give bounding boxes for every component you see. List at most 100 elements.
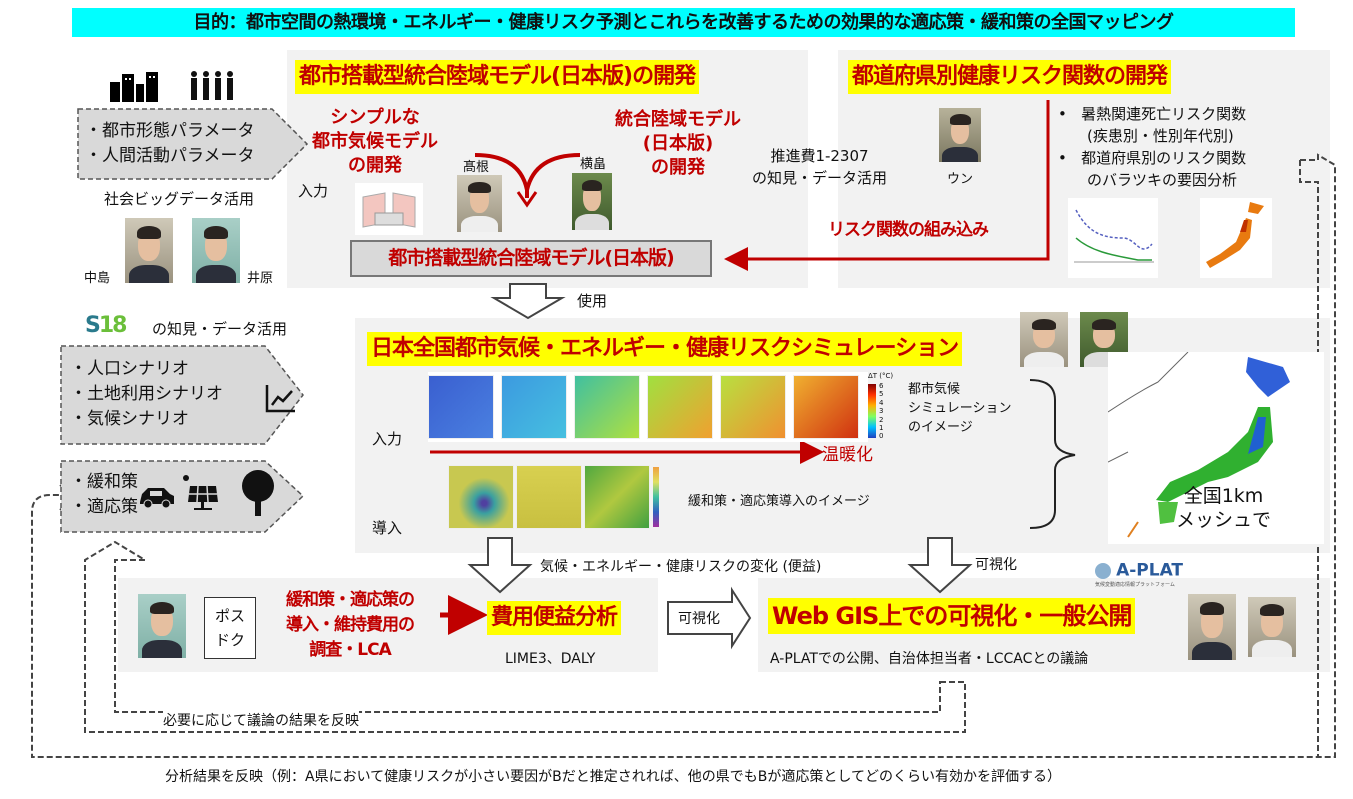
integrated-model-label: 統合陸域モデル (日本版) の開発 <box>603 108 753 180</box>
simple-model-line: シンプルな <box>330 107 420 128</box>
name-yokohata: 横畠 <box>580 157 607 172</box>
page-title: 目的：都市空間の熱環境・エネルギー・健康リスク予測とこれらを改善するための効果的… <box>72 8 1295 37</box>
colorbar-tick: 1 <box>879 424 884 433</box>
photo-ihara <box>192 218 240 283</box>
risk-bullet: • 暑熱関連死亡リスク関数 <box>1058 105 1247 123</box>
warming-map-6 <box>793 375 859 439</box>
gis-heading: Web GIS上での可視化・一般公開 <box>768 598 1136 634</box>
mesh-line: メッシュで <box>1176 509 1272 531</box>
use-label: 使用 <box>577 292 608 310</box>
photo-ihara-cost <box>138 594 186 658</box>
brace <box>1029 379 1076 529</box>
model-heading: 都市搭載型統合陸域モデル(日本版)の開発 <box>295 60 700 94</box>
japan-mesh-map: 全国1km メッシュで <box>1107 351 1324 544</box>
funding-line: 推進費1-2307 <box>770 147 869 165</box>
sim-image-line: シミュレーション <box>908 401 1012 416</box>
change-arrow <box>467 537 533 594</box>
visualize-label: 可視化 <box>975 557 1017 573</box>
sim-intro-label: 導入 <box>372 519 403 537</box>
risk-bullet-sub: のバラツキの要因分析 <box>1087 171 1238 189</box>
colorbar-tick: 2 <box>879 415 884 424</box>
model-input-label: 入力 <box>298 182 329 200</box>
warming-map-5 <box>720 375 786 439</box>
sim-image-line: のイメージ <box>908 420 973 435</box>
risk-curve-chart <box>1068 198 1158 278</box>
scenario-input: ・人口シナリオ ・土地利用シナリオ ・気候シナリオ <box>60 345 305 445</box>
integrated-model-line: の開発 <box>651 157 705 178</box>
use-arrow <box>490 283 566 320</box>
scenario-item: ・気候シナリオ <box>70 409 189 429</box>
visualize-right-arrow <box>667 586 752 650</box>
sim-image-line: 都市気候 <box>908 382 961 397</box>
name-nakajima: 中島 <box>84 271 111 286</box>
photo-wun <box>939 108 981 162</box>
visualize-arrow-label: 可視化 <box>678 611 720 627</box>
funding-label: 推進費1-2307 の知見・データ活用 <box>752 145 887 189</box>
photo-yokohata <box>572 173 612 230</box>
name-ihara: 井原 <box>247 271 274 286</box>
outer-feedback-line <box>31 153 1336 758</box>
aplat-logo-text: A-PLAT <box>1116 560 1184 581</box>
measures-input: ・緩和策 ・適応策 <box>60 460 305 533</box>
model-result-box: 都市搭載型統合陸域モデル(日本版) <box>350 240 712 277</box>
measure-map-cr <box>584 465 650 529</box>
survey-line: 緩和策・適応策の <box>286 590 415 610</box>
merge-arrow <box>474 153 581 198</box>
feedback-inner-label: 必要に応じて議論の結果を反映 <box>163 710 359 730</box>
colorbar-tick: 6 <box>879 382 884 390</box>
colorbar-tick: 4 <box>879 398 884 407</box>
warming-map-2 <box>501 375 567 439</box>
colorbar-tick: 0 <box>879 432 884 441</box>
postdoc-line: ポス <box>214 607 245 625</box>
measure-map-gg <box>516 465 582 529</box>
colorbar: ΔT (°C) 6 5 4 3 2 1 0 <box>868 372 908 442</box>
simple-model-line: 都市気候モデル <box>312 131 438 152</box>
funding-line: の知見・データ活用 <box>752 169 888 187</box>
cost-sub: LIME3、DALY <box>505 651 596 667</box>
visualize-down-arrow <box>907 537 973 594</box>
survey-label: 緩和策・適応策の 導入・維持費用の 調査・LCA <box>262 588 438 663</box>
aplat-logo-sub: 気候変動適応情報プラットフォーム <box>1095 581 1175 588</box>
measure-maps <box>448 465 676 530</box>
change-label: 気候・エネルギー・健康リスクの変化 (便益) <box>540 559 822 575</box>
urban-canopy-diagram <box>355 183 423 235</box>
survey-line: 調査・LCA <box>309 640 391 660</box>
measure-item: ・適応策 <box>70 497 138 517</box>
bigdata-label: 社会ビッグデータ活用 <box>104 190 255 208</box>
warming-maps <box>428 372 868 442</box>
s18-label: の知見・データ活用 <box>152 320 288 338</box>
measure-map-ev <box>448 465 514 529</box>
simple-model-label: シンプルな 都市気候モデル の開発 <box>300 106 450 178</box>
risk-embed-arrow <box>724 100 1050 271</box>
risk-bullet-sub: (疾患別・性別年代別) <box>1087 127 1234 145</box>
colorbar-tick: 3 <box>879 407 884 416</box>
postdoc-line: ドク <box>214 631 245 649</box>
photo-nakajima-gis <box>1188 594 1236 660</box>
buildings-icon <box>108 70 160 102</box>
simulation-heading: 日本全国都市気候・エネルギー・健康リスクシミュレーション <box>367 332 963 366</box>
people-icon <box>188 70 236 102</box>
integrated-model-line: 統合陸域モデル <box>615 109 741 130</box>
urban-params-input: ・都市形態パラメータ ・人間活動パラメータ <box>77 108 309 180</box>
feedback-outer-label: 分析結果を反映（例：A県において健康リスクが小さい要因がBだと推定されれば、他の… <box>165 766 1061 786</box>
warming-map-3 <box>574 375 640 439</box>
colorbar-tick: 5 <box>879 390 884 399</box>
warming-map-1 <box>428 375 494 439</box>
photo-takane <box>457 175 502 232</box>
postdoc-box: ポス ドク <box>204 597 256 659</box>
measure-image-label: 緩和策・適応策導入のイメージ <box>688 494 870 509</box>
warming-map-4 <box>647 375 713 439</box>
photo-nakajima <box>125 218 173 283</box>
scenario-item: ・人口シナリオ <box>70 359 189 379</box>
globe-icon <box>1095 562 1111 579</box>
scenario-item: ・土地利用シナリオ <box>70 384 223 404</box>
s18-logo: S18 <box>85 313 127 338</box>
name-takane: 髙根 <box>463 160 490 175</box>
cost-heading: 費用便益分析 <box>487 601 622 635</box>
colorbar-title: ΔT (°C) <box>868 372 894 380</box>
risk-embed-label: リスク関数の組み込み <box>828 220 989 240</box>
mesh-line: 全国1km <box>1183 485 1264 507</box>
sim-input-label: 入力 <box>372 430 403 448</box>
mesh-label: 全国1km メッシュで <box>1176 484 1271 532</box>
risk-bullet: • 都道府県別のリスク関数 <box>1058 149 1247 167</box>
